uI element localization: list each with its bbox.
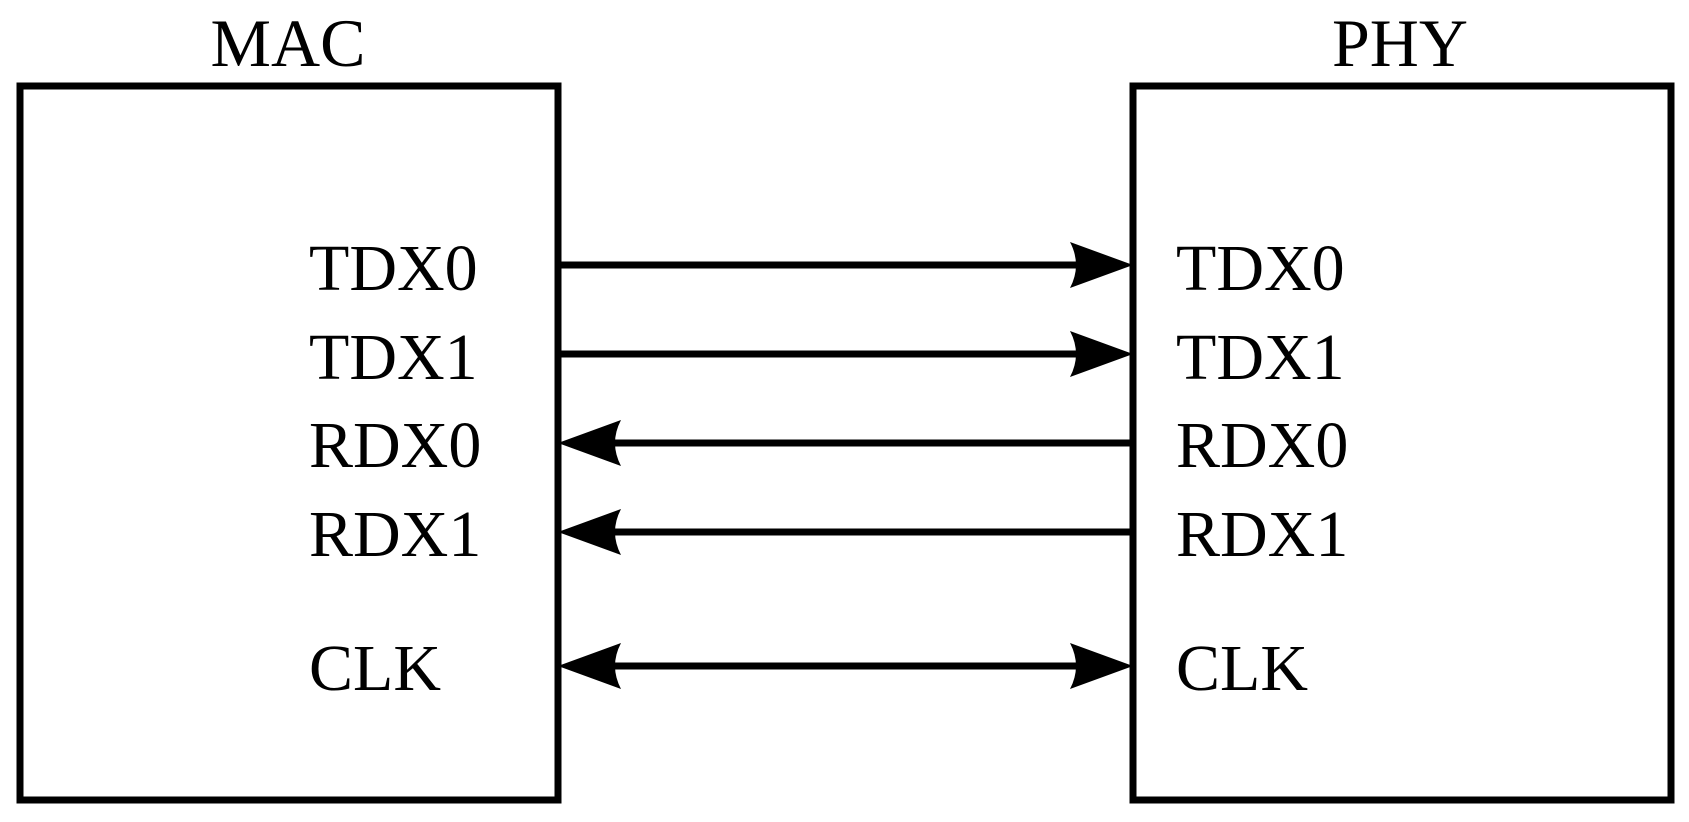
signal-clk-arrow xyxy=(558,643,1133,689)
signal-tdx0-arrow xyxy=(558,242,1133,288)
mac-pin-label-rdx0: RDX0 xyxy=(309,409,481,482)
arrowhead-right-icon xyxy=(1070,242,1133,288)
mac-block: MAC xyxy=(16,5,562,804)
phy-pin-label-tdx1: TDX1 xyxy=(1176,321,1345,394)
arrowhead-right-icon xyxy=(1070,643,1133,689)
phy-block-title: PHY xyxy=(1332,5,1468,81)
phy-block: PHY xyxy=(1129,5,1675,804)
phy-pin-label-tdx0: TDX0 xyxy=(1176,232,1345,305)
mac-pin-labels: TDX0 TDX1 RDX0 RDX1 CLK xyxy=(309,232,481,705)
signal-tdx1-arrow xyxy=(558,331,1133,377)
arrowhead-left-icon xyxy=(558,509,621,555)
phy-pin-label-rdx0: RDX0 xyxy=(1176,409,1348,482)
signal-rdx1-arrow xyxy=(558,509,1133,555)
mac-pin-label-clk: CLK xyxy=(309,632,441,705)
mac-pin-label-tdx0: TDX0 xyxy=(309,232,478,305)
arrowhead-left-icon xyxy=(558,420,621,466)
mac-pin-label-tdx1: TDX1 xyxy=(309,321,478,394)
mac-block-title: MAC xyxy=(211,5,366,81)
mac-pin-label-rdx1: RDX1 xyxy=(309,498,481,571)
signal-rdx0-arrow xyxy=(558,420,1133,466)
phy-pin-label-rdx1: RDX1 xyxy=(1176,498,1348,571)
phy-pin-labels: TDX0 TDX1 RDX0 RDX1 CLK xyxy=(1176,232,1348,705)
phy-pin-label-clk: CLK xyxy=(1176,632,1308,705)
arrowhead-right-icon xyxy=(1070,331,1133,377)
arrowhead-left-icon xyxy=(558,643,621,689)
